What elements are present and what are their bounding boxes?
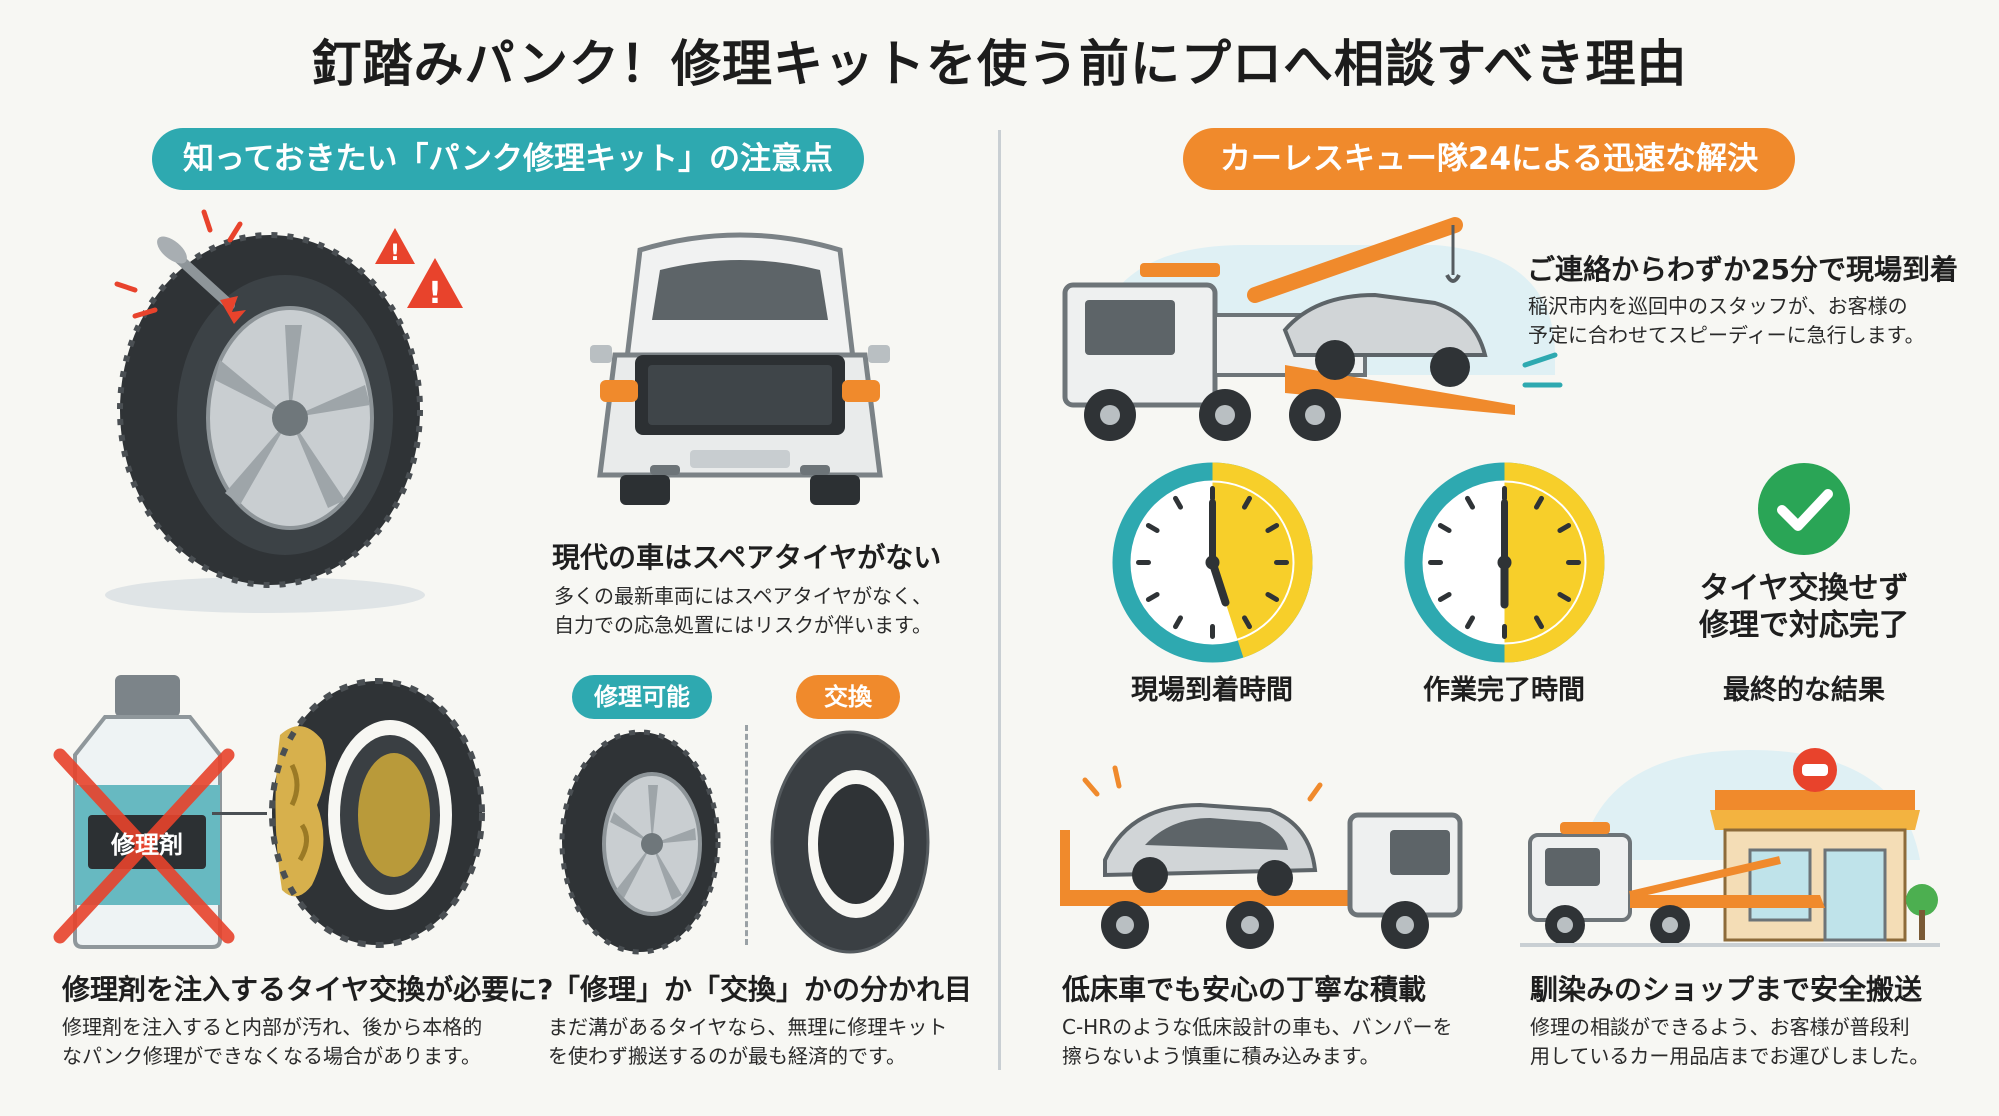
sealant-bottle-crossed-illustration bbox=[53, 675, 235, 949]
punctured-tire-illustration bbox=[105, 209, 425, 613]
sealant-inside-tire-illustration bbox=[269, 678, 485, 948]
clock-tick bbox=[1265, 592, 1280, 602]
sealant-bottle-label: 修理剤 bbox=[111, 831, 183, 859]
choice-text-line1: まだ溝があるタイヤなら、無理に修理キット bbox=[548, 1015, 948, 1039]
sealant-text-line2: なパンク修理ができなくなる場合があります。 bbox=[62, 1044, 481, 1068]
clock-tick bbox=[1437, 523, 1452, 533]
svg-text:!: ! bbox=[428, 276, 442, 311]
warning-icon: ! ! bbox=[375, 228, 463, 311]
low-bed-truck-illustration bbox=[1060, 765, 1463, 949]
arrival-time-label: 現場到着時間 bbox=[1131, 675, 1293, 706]
clock-tick bbox=[1145, 592, 1160, 602]
choice-text-line2: を使わず搬送するのが最も経済的です。 bbox=[548, 1044, 906, 1068]
choice-divider bbox=[745, 725, 748, 945]
left-section-header: 知っておきたい「パンク修理キット」の注意点 bbox=[152, 128, 864, 190]
clock-hour-hand bbox=[1208, 558, 1230, 607]
clock-tick bbox=[1534, 495, 1544, 510]
clock-tick bbox=[1465, 615, 1475, 630]
sealant-heading: 修理剤を注入するタイヤ交換が必要に? bbox=[62, 973, 554, 1006]
clock-tick bbox=[1557, 523, 1572, 533]
clock-tick bbox=[1265, 523, 1280, 533]
arrival-time-clock bbox=[1112, 462, 1313, 663]
result-line1: タイヤ交換せず bbox=[1699, 571, 1909, 606]
shop-text-line1: 修理の相談ができるよう、お客様が普段利 bbox=[1530, 1015, 1910, 1039]
car-open-trunk-illustration bbox=[590, 232, 890, 505]
choice-heading: 「修理」か「交換」かの分かれ目 bbox=[552, 973, 973, 1006]
clock-tick bbox=[1465, 495, 1475, 510]
clock-center bbox=[1497, 555, 1512, 570]
spare-text-line1: 多くの最新車両にはスペアタイヤがなく、 bbox=[554, 584, 932, 608]
clock-elapsed-inner bbox=[1504, 482, 1585, 643]
shop-text-line2: 用しているカー用品店までお運びしました。 bbox=[1530, 1044, 1930, 1068]
result-label: 最終的な結果 bbox=[1723, 675, 1885, 706]
worn-tire-illustration bbox=[770, 730, 930, 954]
repairable-tag: 修理可能 bbox=[572, 675, 712, 719]
clock-tick bbox=[1173, 615, 1183, 630]
completion-time-clock bbox=[1404, 462, 1605, 663]
clock-tick bbox=[1557, 592, 1572, 602]
result-line2: 修理で対応完了 bbox=[1699, 608, 1909, 643]
shop-heading: 馴染みのショップまで安全搬送 bbox=[1530, 973, 1923, 1006]
check-icon bbox=[1758, 463, 1850, 555]
spare-heading: 現代の車はスペアタイヤがない bbox=[552, 541, 942, 574]
connector-line bbox=[212, 812, 267, 815]
right-section-header: カーレスキュー隊24による迅速な解決 bbox=[1183, 128, 1795, 190]
lowbed-text-line2: 擦らないよう慎重に積み込みます。 bbox=[1062, 1044, 1380, 1068]
clock-tick bbox=[1242, 495, 1252, 510]
arrival-text-line1: 稲沢市内を巡回中のスタッフが、お客様の bbox=[1528, 294, 1908, 318]
arrival-heading: ご連絡からわずか25分で現場到着 bbox=[1527, 253, 1958, 286]
arrival-text-line2: 予定に合わせてスピーディーに急行します。 bbox=[1528, 323, 1925, 347]
clock-tick bbox=[1437, 592, 1452, 602]
lowbed-heading: 低床車でも安心の丁寧な積載 bbox=[1062, 973, 1427, 1006]
svg-text:!: ! bbox=[390, 241, 400, 266]
center-divider bbox=[998, 130, 1001, 1070]
sealant-text-line1: 修理剤を注入すると内部が汚れ、後から本格的 bbox=[62, 1015, 483, 1039]
spare-text-line2: 自力での応急処置にはリスクが伴います。 bbox=[554, 613, 932, 637]
clock-tick bbox=[1145, 523, 1160, 533]
tow-truck-arrival-illustration bbox=[1062, 217, 1563, 441]
good-tire-illustration bbox=[559, 729, 721, 955]
clock-center bbox=[1205, 555, 1220, 570]
delivery-to-shop-illustration bbox=[1520, 748, 1940, 947]
replace-tag: 交換 bbox=[796, 675, 900, 719]
clock-tick bbox=[1534, 615, 1544, 630]
page-title: 釘踏みパンク！修理キットを使う前にプロへ相談すべき理由 bbox=[311, 35, 1688, 93]
clock-tick bbox=[1173, 495, 1183, 510]
completion-time-label: 作業完了時間 bbox=[1423, 675, 1585, 706]
lowbed-text-line1: C-HRのような低床設計の車も、バンパーを bbox=[1062, 1015, 1453, 1039]
clock-tick bbox=[1242, 615, 1252, 630]
